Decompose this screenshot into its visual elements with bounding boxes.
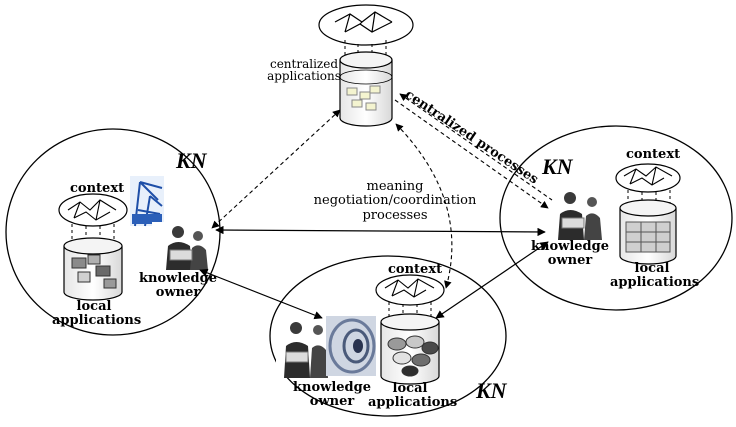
bottom-applications-label: applications (368, 394, 458, 410)
left-local-applications-database (63, 237, 123, 301)
bottom-local-applications-database (380, 313, 440, 385)
kn-label-bottom: KN (476, 378, 507, 403)
kn-label-left: KN (176, 148, 207, 173)
central-context-icon (318, 4, 414, 75)
right-applications-label: applications (610, 274, 700, 290)
kn-label-right: KN (542, 154, 573, 179)
meaning-label-line2: negotiation/coordination (313, 193, 477, 209)
right-knowledge-owner-photo (548, 188, 606, 240)
right-knowledge-label: knowledge (531, 239, 609, 254)
kn-node-bottom (269, 255, 507, 417)
right-owner-label: owner (547, 252, 593, 268)
bottom-context-label: context (388, 262, 443, 277)
arrow-centralized-processes-a (394, 99, 549, 209)
arrow-central-to-left-owner (211, 109, 341, 229)
left-local-label: local (76, 299, 112, 314)
bottom-knowledge-label: knowledge (293, 380, 371, 395)
arrow-bottom-to-right-owner (435, 241, 549, 319)
centralized-applications-database (339, 51, 393, 127)
bottom-local-label: local (392, 381, 428, 396)
arrow-centralized-processes-b (399, 93, 553, 201)
right-context-label: context (626, 147, 681, 162)
left-knowledge-label: knowledge (139, 271, 217, 286)
meaning-label-line1: meaning (366, 179, 424, 194)
centralized-applications-label-line1: centralized (269, 57, 339, 71)
left-context-label: context (70, 181, 125, 196)
arrow-left-to-bottom-owner (199, 268, 323, 320)
right-local-applications-database (619, 199, 677, 265)
centralized-applications-label-line2: applications (267, 69, 341, 83)
bottom-tunnel-photo (326, 316, 376, 376)
kn-node-right (499, 125, 733, 311)
left-knowledge-owner-photo (152, 222, 210, 270)
right-local-label: local (634, 261, 670, 276)
left-applications-label: applications (52, 312, 142, 328)
meaning-label-line3: processes (362, 207, 428, 223)
left-owner-label: owner (155, 284, 201, 300)
left-crane-photo (130, 176, 164, 227)
bottom-knowledge-owner-photo (276, 318, 330, 378)
arrow-meaning-negotiation (215, 225, 546, 237)
arrow-central-to-bottom-db (395, 123, 453, 289)
bottom-owner-label: owner (309, 393, 355, 409)
